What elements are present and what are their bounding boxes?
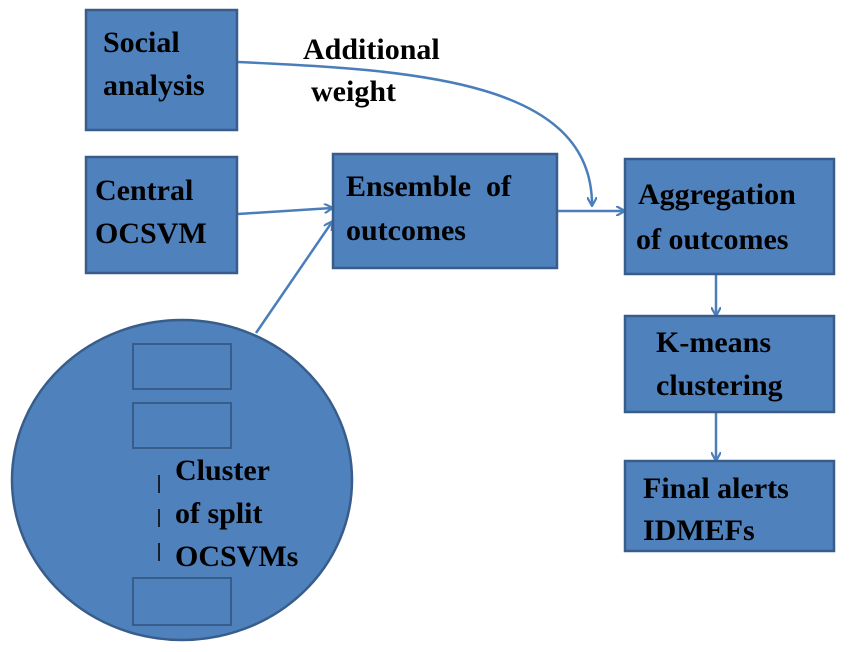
arrow-cluster-to-ensemble (254, 222, 332, 334)
final-alerts-node: Final alerts IDMEFs (623, 459, 836, 553)
split-ocsvm-box-2 (132, 402, 232, 449)
aggregation-node: Aggregation of outcomes (623, 157, 836, 276)
social-analysis-node: Social analysis (84, 8, 239, 132)
cluster-node: Cluster of split OCSVMs (10, 318, 354, 642)
ensemble-node: Ensemble of outcomes (331, 152, 559, 270)
central-ocsvm-label-line2: OCSVM (95, 217, 207, 250)
final-alerts-label-line2: IDMEFs (643, 514, 755, 547)
central-ocsvm-node: Central OCSVM (84, 155, 239, 275)
cluster-label-line1: Cluster (175, 454, 270, 487)
arrow-social-to-aggregation (237, 60, 592, 205)
central-ocsvm-label-line1: Central (95, 174, 193, 207)
social-analysis-label-line1: Social (103, 26, 180, 59)
final-alerts-label-line1: Final alerts (643, 472, 789, 505)
split-ocsvm-box-3 (132, 577, 232, 626)
social-analysis-label-line2: analysis (103, 69, 205, 102)
aggregation-label-line1: Aggregation (638, 178, 796, 211)
cluster-label-line2: of split (175, 497, 263, 530)
split-ocsvm-box-1 (132, 343, 232, 390)
arrow-central-to-ensemble (237, 208, 332, 216)
additional-weight-label: Additional weight (303, 33, 440, 108)
kmeans-node: K-means clustering (623, 314, 836, 414)
kmeans-label-line1: K-means (656, 326, 771, 359)
cluster-label-line3: OCSVMs (175, 540, 298, 573)
ensemble-label-line2: outcomes (346, 214, 466, 247)
aggregation-label-line2: of outcomes (636, 223, 788, 256)
additional-weight-line1: Additional (303, 33, 440, 66)
kmeans-label-line2: clustering (656, 369, 783, 402)
additional-weight-line2: weight (311, 75, 396, 108)
ensemble-label-line1: Ensemble of (346, 170, 512, 203)
